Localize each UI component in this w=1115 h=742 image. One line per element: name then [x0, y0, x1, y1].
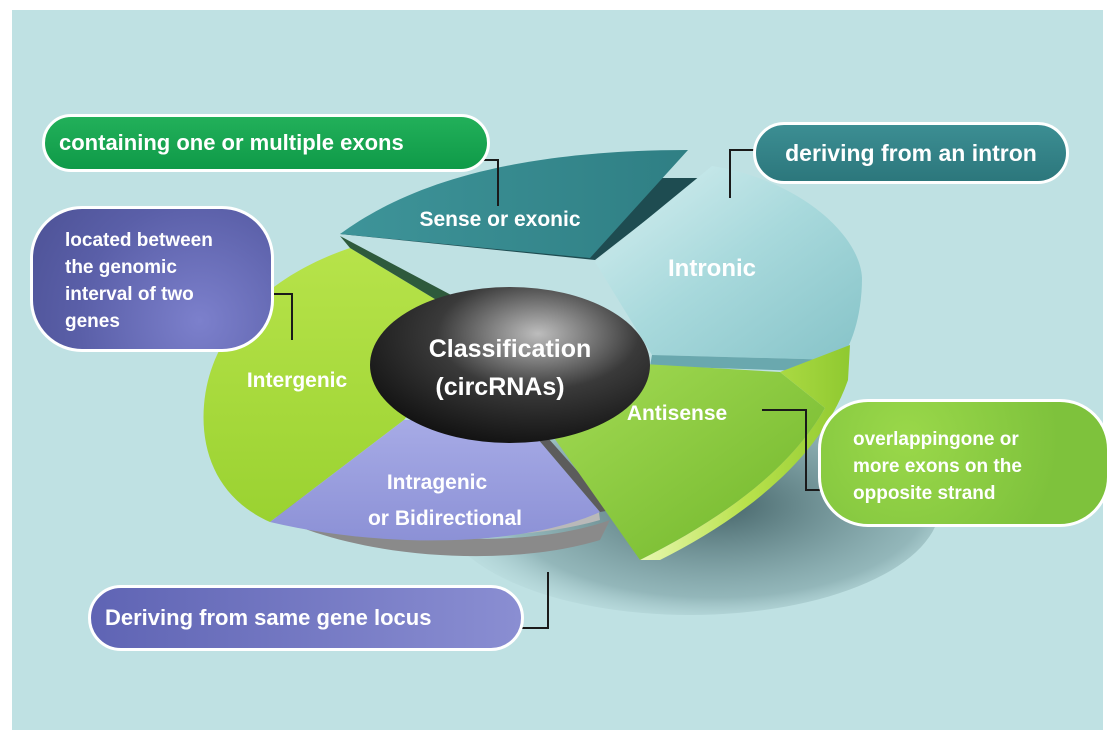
callout-sense: containing one or multiple exons	[42, 114, 490, 172]
callout-intergenic-line: interval of two	[65, 284, 194, 305]
label-intragenic-line2: or Bidirectional	[368, 507, 522, 530]
segment-antisense-side	[640, 345, 850, 560]
callout-intragenic-text: Deriving from same gene locus	[105, 605, 432, 630]
label-intronic: Intronic	[668, 255, 756, 282]
callout-intronic-text: deriving from an intron	[785, 140, 1037, 166]
connector-intronic	[729, 149, 758, 198]
connector-antisense	[762, 409, 822, 491]
callout-intergenic-line: located between	[65, 230, 213, 251]
segment-intragenic-side	[520, 418, 612, 512]
callout-intragenic: Deriving from same gene locus	[88, 585, 524, 651]
connector-intergenic	[268, 293, 293, 340]
callout-antisense-line: more exons on the	[853, 456, 1022, 477]
callout-sense-text: containing one or multiple exons	[59, 130, 404, 155]
label-intergenic: Intergenic	[247, 369, 348, 392]
segment-intragenic	[270, 418, 600, 541]
callout-antisense-line: overlappingone or	[853, 429, 1019, 450]
label-sense: Sense or exonic	[419, 208, 580, 231]
center-title: Classification	[429, 335, 592, 363]
callout-intronic: deriving from an intron	[753, 122, 1069, 184]
segment-sense	[340, 150, 688, 258]
callout-intergenic: located between the genomic interval of …	[30, 206, 274, 352]
callout-antisense: overlappingone or more exons on the oppo…	[818, 399, 1110, 527]
segment-intronic	[595, 166, 862, 360]
callout-antisense-line: opposite strand	[853, 483, 996, 504]
center-ellipse	[370, 287, 650, 443]
callout-intergenic-line: genes	[65, 311, 120, 332]
label-intragenic-line1: Intragenic	[387, 471, 488, 494]
label-antisense: Antisense	[627, 402, 727, 425]
center-subtitle: (circRNAs)	[435, 373, 564, 401]
callout-intergenic-line: the genomic	[65, 257, 177, 278]
